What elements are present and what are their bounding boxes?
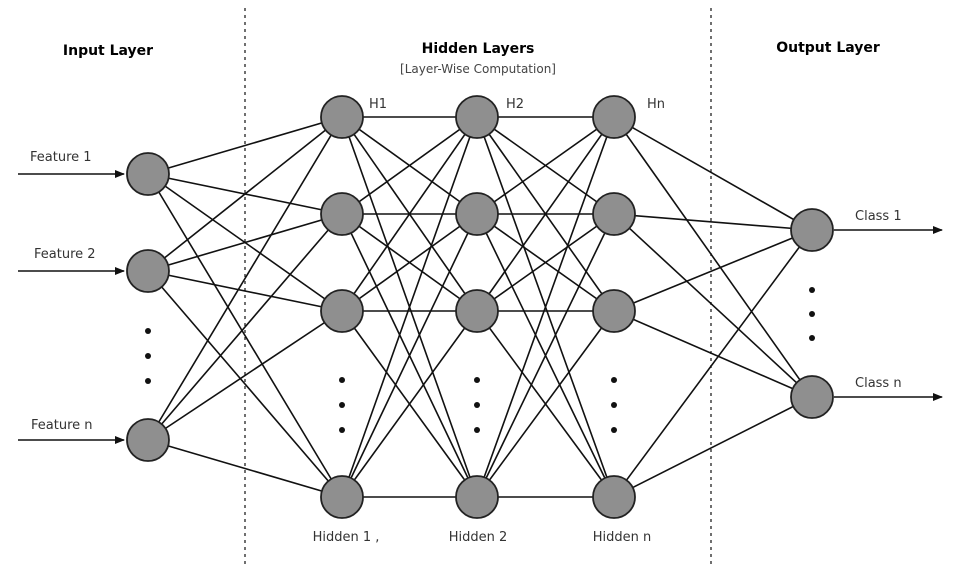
input-node-1 [126, 152, 170, 196]
ellipsis-dots [145, 287, 815, 433]
connections [147, 116, 813, 498]
hidden-bottom-label: Hidden 2 [449, 530, 508, 545]
hidden2-node-1 [455, 95, 499, 139]
hidden2-node-4 [455, 475, 499, 519]
output-arrows [834, 226, 943, 401]
hiddenn-node-4 [592, 475, 636, 519]
connection-hidden2-hiddenn [476, 213, 615, 498]
output-ellipsis-dot [809, 335, 815, 341]
connection-input-hidden1 [147, 213, 343, 441]
output-ellipsis-dot [809, 287, 815, 293]
connection-input-hidden1 [147, 116, 343, 441]
connection-hiddenn-output [613, 396, 813, 498]
connection-hiddenn-output [613, 229, 813, 312]
hidden-layers-title: Hidden Layers [422, 41, 535, 57]
output-node-1 [790, 208, 834, 252]
input-node-2 [126, 249, 170, 293]
input-layer-title: Input Layer [63, 43, 153, 59]
input-label: Feature 1 [30, 150, 92, 165]
hidden1-node-4 [320, 475, 364, 519]
output-label: Class 1 [855, 209, 902, 224]
connection-input-hidden1 [147, 439, 343, 498]
hidden2-node-2 [455, 192, 499, 236]
hiddenn-ellipsis-dot [611, 427, 617, 433]
output-ellipsis-dot [809, 311, 815, 317]
hiddenn-node-2 [592, 192, 636, 236]
hidden2-ellipsis-dot [474, 427, 480, 433]
hiddenn-node-3 [592, 289, 636, 333]
input-label: Feature 2 [34, 247, 96, 262]
hidden1-ellipsis-dot [339, 377, 345, 383]
hiddenn-node-1 [592, 95, 636, 139]
hidden2-ellipsis-dot [474, 377, 480, 383]
connection-hiddenn-output [613, 116, 813, 398]
connection-hidden2-hiddenn [476, 310, 615, 498]
connection-hiddenn-output [613, 310, 813, 398]
connection-hidden1-hidden2 [341, 213, 478, 498]
connection-input-hidden1 [147, 213, 343, 272]
connection-hidden2-hiddenn [476, 116, 615, 312]
input-label: Feature n [31, 418, 93, 433]
hidden-bottom-label: Hidden n [593, 530, 652, 545]
connection-hidden1-hidden2 [341, 116, 478, 215]
connection-hiddenn-output [613, 229, 813, 498]
hidden1-ellipsis-dot [339, 427, 345, 433]
input-node-3 [126, 418, 170, 462]
input-arrows [18, 170, 125, 444]
hidden1-node-1 [320, 95, 364, 139]
hidden-top-label: H2 [506, 97, 524, 112]
connection-hiddenn-output [613, 213, 813, 231]
connection-hidden1-hidden2 [341, 116, 478, 312]
hidden-top-label: Hn [647, 97, 665, 112]
hidden1-node-2 [320, 192, 364, 236]
hidden1-ellipsis-dot [339, 402, 345, 408]
hidden2-node-3 [455, 289, 499, 333]
connection-input-hidden1 [147, 173, 343, 498]
connection-hidden1-hidden2 [341, 213, 478, 312]
hidden1-node-3 [320, 289, 364, 333]
connection-input-hidden1 [147, 116, 343, 175]
connection-hidden2-hiddenn [476, 116, 615, 215]
connection-input-hidden1 [147, 270, 343, 312]
nodes [126, 95, 834, 519]
input-ellipsis-dot [145, 328, 151, 334]
connection-input-hidden1 [147, 116, 343, 272]
hidden-bottom-label: Hidden 1 , [313, 530, 380, 545]
connection-hidden1-hidden2 [341, 116, 478, 498]
input-ellipsis-dot [145, 378, 151, 384]
connection-hidden1-hidden2 [341, 310, 478, 498]
output-label: Class n [855, 376, 902, 391]
connection-input-hidden1 [147, 270, 343, 498]
hidden-layers-subtitle: [Layer-Wise Computation] [400, 62, 556, 76]
connection-hidden2-hiddenn [476, 213, 615, 312]
connection-hidden2-hiddenn [476, 116, 615, 498]
connection-hiddenn-output [613, 116, 813, 231]
hidden-top-label: H1 [369, 97, 387, 112]
hiddenn-ellipsis-dot [611, 377, 617, 383]
hidden2-ellipsis-dot [474, 402, 480, 408]
input-ellipsis-dot [145, 353, 151, 359]
hiddenn-ellipsis-dot [611, 402, 617, 408]
connection-hiddenn-output [613, 213, 813, 398]
connection-input-hidden1 [147, 310, 343, 441]
output-layer-title: Output Layer [776, 40, 880, 56]
output-node-2 [790, 375, 834, 419]
